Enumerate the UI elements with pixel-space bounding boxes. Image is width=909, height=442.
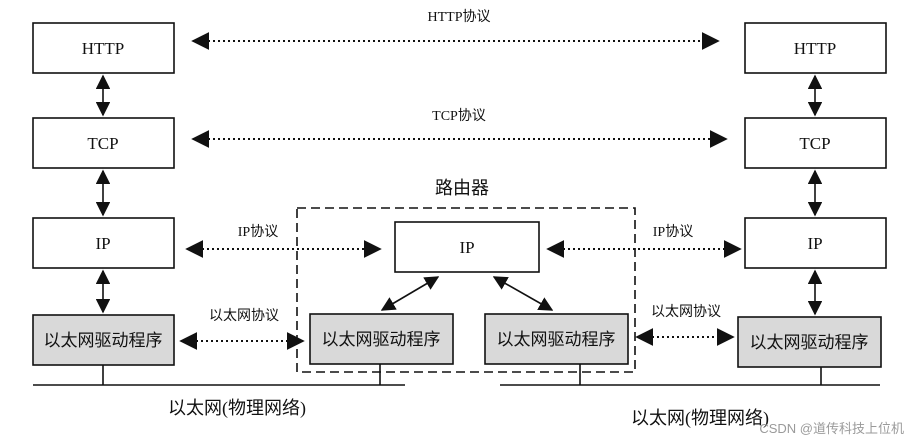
tcp-protocol-label: TCP协议	[432, 108, 486, 124]
router-left-driver-ip-arrow	[380, 276, 440, 311]
right-driver-box	[737, 316, 882, 368]
router-driver-right-label: 以太网驱动程序	[497, 330, 616, 349]
right-ip-box	[744, 217, 887, 269]
router-driver-left-box	[309, 313, 454, 365]
router-boundary	[296, 207, 636, 373]
right-ip-label: IP	[807, 234, 822, 253]
right-network-label: 以太网(物理网络)	[631, 408, 769, 429]
left-driver-box	[32, 314, 175, 366]
right-tcp-label: TCP	[799, 134, 830, 153]
ip-right-protocol-label: IP协议	[653, 224, 693, 240]
right-tcp-box	[744, 117, 887, 169]
eth-right-protocol-label: 以太网协议	[651, 304, 721, 320]
left-ip-label: IP	[95, 234, 110, 253]
watermark-text: CSDN @道传科技上位机	[759, 421, 904, 436]
right-driver-label: 以太网驱动程序	[750, 333, 869, 352]
left-http-label: HTTP	[82, 39, 125, 58]
left-http-box	[32, 22, 175, 74]
left-driver-label: 以太网驱动程序	[44, 331, 163, 350]
router-driver-right-box	[484, 313, 629, 365]
router-ip-box	[394, 221, 540, 273]
left-tcp-label: TCP	[87, 134, 118, 153]
right-http-box	[744, 22, 887, 74]
router-ip-right-driver-arrow	[492, 276, 554, 311]
router-driver-left-label: 以太网驱动程序	[322, 330, 441, 349]
left-tcp-box	[32, 117, 175, 169]
router-title: 路由器	[435, 178, 489, 198]
right-http-label: HTTP	[794, 39, 837, 58]
ip-left-protocol-label: IP协议	[238, 224, 278, 240]
left-ip-box	[32, 217, 175, 269]
router-ip-label: IP	[459, 238, 474, 257]
eth-left-protocol-label: 以太网协议	[209, 308, 279, 324]
http-protocol-label: HTTP协议	[428, 9, 491, 25]
left-network-label: 以太网(物理网络)	[168, 398, 306, 419]
